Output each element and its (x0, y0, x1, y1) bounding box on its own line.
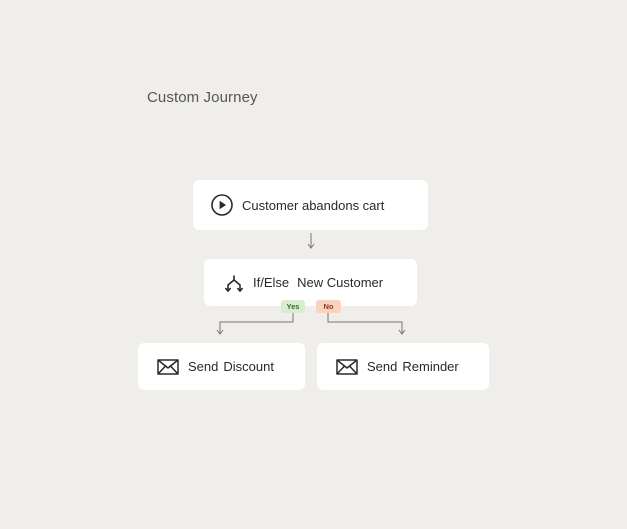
connector-trigger-to-condition (307, 233, 315, 249)
action-verb: Send (367, 359, 398, 374)
action-label: Reminder (402, 359, 459, 374)
trigger-label: Customer abandons cart (242, 197, 385, 213)
condition-label: New Customer (297, 275, 384, 290)
condition-type-label: If/Else (253, 275, 290, 290)
action-verb: Send (188, 359, 219, 374)
condition-node[interactable]: If/Else New Customer (204, 259, 417, 306)
send-discount-node[interactable]: Send Discount (138, 343, 305, 390)
mail-icon (157, 358, 179, 375)
no-branch-badge[interactable]: No (316, 300, 341, 313)
yes-branch-badge[interactable]: Yes (281, 300, 305, 313)
connector-no-branch (327, 313, 406, 335)
split-arrows-icon (224, 273, 244, 293)
journey-title: Custom Journey (147, 89, 258, 106)
mail-icon (336, 358, 358, 375)
play-circle-icon (211, 194, 233, 216)
send-reminder-node[interactable]: Send Reminder (317, 343, 489, 390)
connector-yes-branch (216, 313, 294, 335)
trigger-node[interactable]: Customer abandons cart (193, 180, 428, 230)
action-label: Discount (223, 359, 274, 374)
